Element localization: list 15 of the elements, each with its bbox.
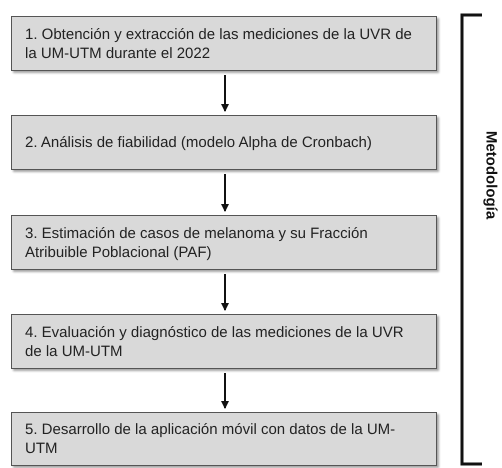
process-box (11, 215, 437, 270)
step-text: 4. Evaluación y diagnóstico de las mediciones de la UVR de la UM-UTM (25, 322, 405, 360)
arrow (221, 174, 229, 212)
process-box (11, 115, 437, 170)
step-text: 5. Desarrollo de la aplicación móvil con datos de la UM-UTM (25, 420, 396, 458)
process-box (11, 314, 437, 369)
arrow (221, 373, 229, 409)
step-text: 3. Estimación de casos de melanoma y su Fracción Atribuible Poblacional (PAF) (25, 224, 369, 262)
step-text: 2. Análisis de fiabilidad (modelo Alpha de Cronbach) (25, 133, 373, 152)
step-text: 1. Obtención y extracción de las mediciones de la UVR de la UM-UTM durante el 2022 (25, 24, 413, 62)
arrow (221, 274, 229, 311)
arrow (221, 75, 229, 112)
process-box (11, 16, 437, 71)
section-label: Metodología (481, 130, 500, 220)
process-box (11, 412, 437, 466)
